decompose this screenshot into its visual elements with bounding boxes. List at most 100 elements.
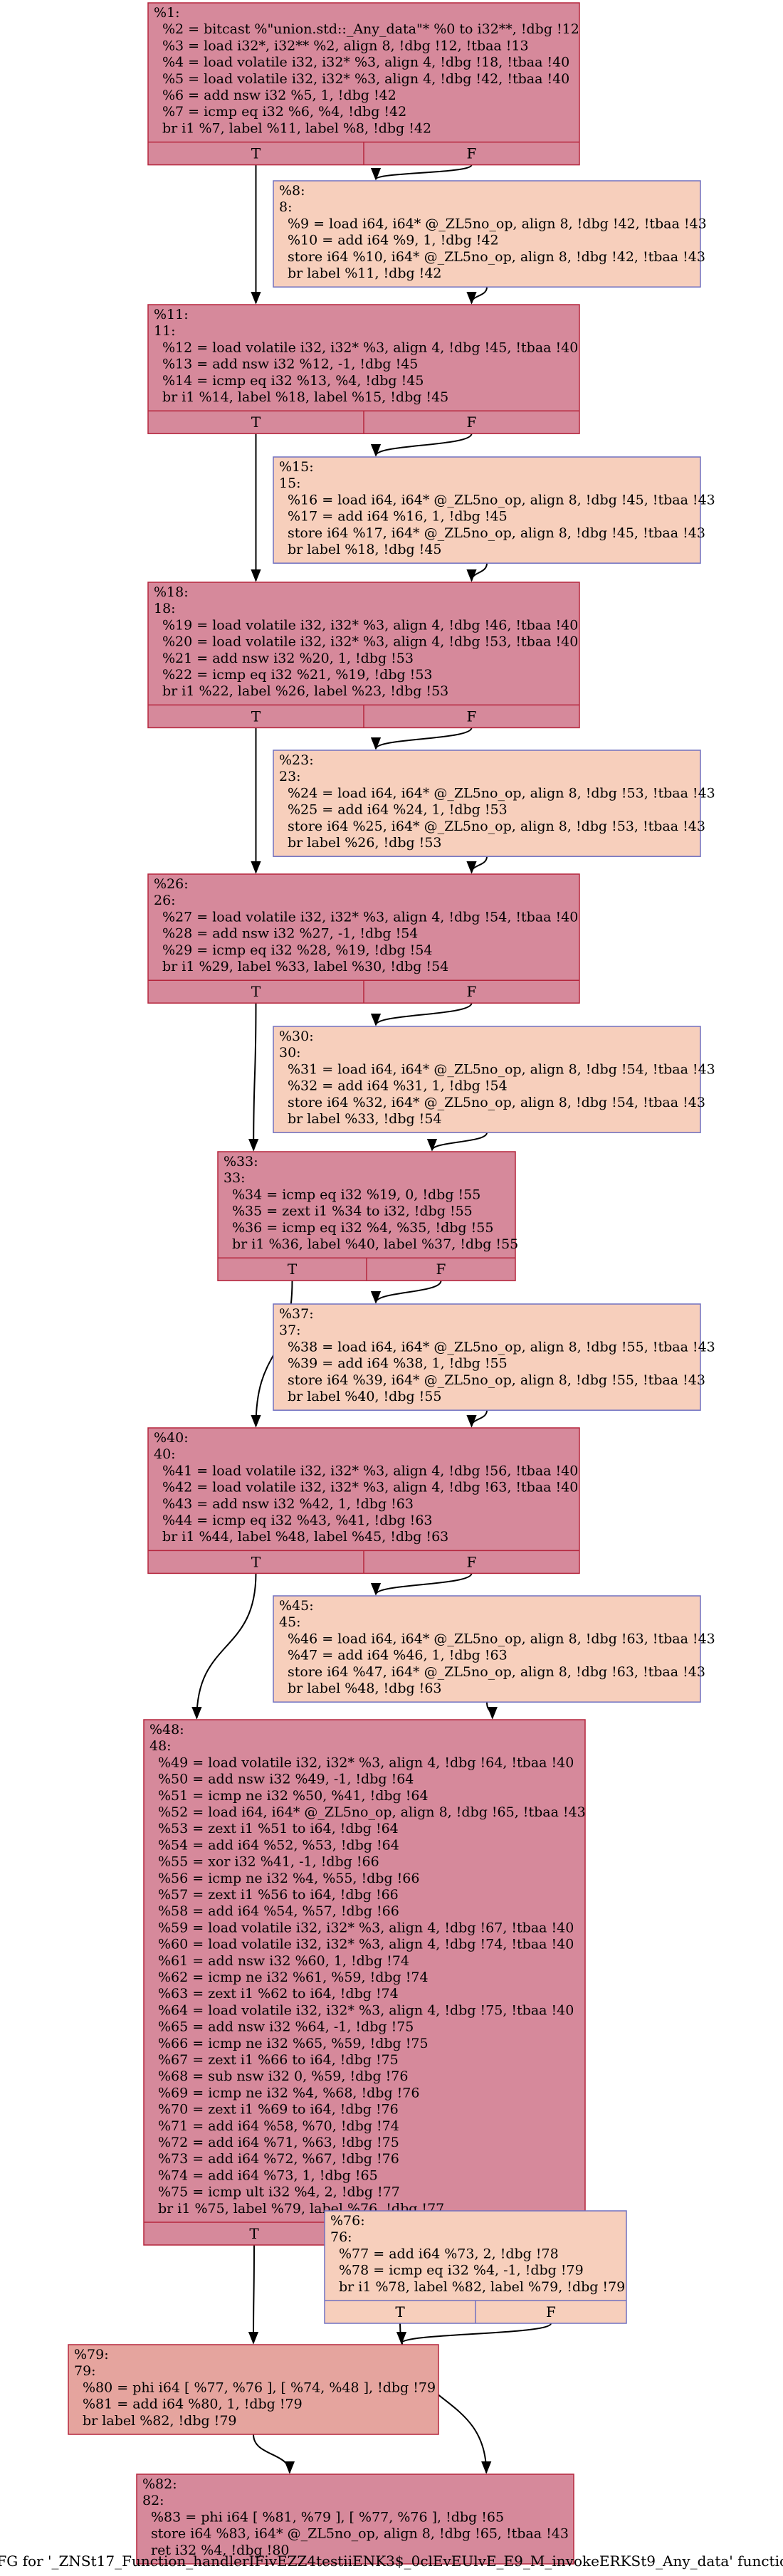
node-label: %79: bbox=[74, 2347, 109, 2362]
cfg-node-33: %33:33:%34 = icmp eq i32 %19, 0, !dbg !5… bbox=[217, 1151, 518, 1281]
node-instruction: store i64 %39, i64* @_ZL5no_op, align 8,… bbox=[288, 1372, 705, 1388]
cfg-node-11: %11:11:%12 = load volatile i32, i32* %3,… bbox=[147, 304, 580, 434]
node-instruction: br label %33, !dbg !54 bbox=[288, 1111, 442, 1127]
node-box bbox=[136, 2474, 574, 2565]
port-true: T bbox=[251, 983, 261, 1000]
node-instruction: store i64 %83, i64* @_ZL5no_op, align 8,… bbox=[151, 2526, 569, 2542]
cfg-node-37: %37:37:%38 = load i64, i64* @_ZL5no_op, … bbox=[273, 1303, 715, 1411]
cfg-node-26: %26:26:%27 = load volatile i32, i32* %3,… bbox=[147, 873, 580, 1004]
edge-76-false bbox=[396, 2323, 552, 2345]
node-instruction: %14 = icmp eq i32 %13, %4, !dbg !45 bbox=[162, 373, 424, 389]
node-instruction: %63 = zext i1 %62 to i64, !dbg !74 bbox=[158, 1986, 399, 2002]
node-instruction: 11: bbox=[154, 323, 176, 339]
node-instruction: br label %82, !dbg !79 bbox=[83, 2413, 237, 2429]
node-instruction: %7 = icmp eq i32 %6, %4, !dbg !42 bbox=[162, 104, 406, 120]
node-label: %76: bbox=[330, 2213, 365, 2229]
node-instruction: br i1 %36, label %40, label %37, !dbg !5… bbox=[232, 1236, 518, 1252]
cfg-node-1: %1:%2 = bitcast %"union.std::_Any_data"*… bbox=[147, 2, 580, 166]
node-box bbox=[147, 2, 580, 166]
port-true: T bbox=[395, 2303, 405, 2320]
port-true: T bbox=[251, 414, 261, 431]
node-instruction: %2 = bitcast %"union.std::_Any_data"* %0… bbox=[162, 21, 579, 37]
node-instruction: %32 = add i64 %31, 1, !dbg !54 bbox=[288, 1078, 508, 1094]
port-false: F bbox=[467, 983, 477, 1000]
node-box bbox=[147, 582, 580, 729]
edge-23-join bbox=[466, 856, 488, 874]
edge-37-join bbox=[466, 1410, 488, 1428]
node-instruction: %67 = zext i1 %66 to i64, !dbg !75 bbox=[158, 2052, 399, 2068]
node-instruction: br i1 %14, label %18, label %15, !dbg !4… bbox=[162, 389, 448, 405]
node-box bbox=[273, 1303, 701, 1411]
node-instruction: %52 = load i64, i64* @_ZL5no_op, align 8… bbox=[158, 1804, 586, 1820]
node-instruction: %70 = zext i1 %69 to i64, !dbg !76 bbox=[158, 2102, 399, 2118]
node-instruction: %44 = icmp eq i32 %43, %41, !dbg !63 bbox=[162, 1513, 433, 1528]
node-box bbox=[273, 180, 701, 288]
port-true: T bbox=[249, 2225, 259, 2242]
node-instruction: 8: bbox=[279, 199, 293, 215]
edge-8-join bbox=[466, 287, 488, 305]
port-false: F bbox=[467, 708, 477, 725]
node-instruction: br label %40, !dbg !55 bbox=[288, 1389, 442, 1404]
node-instruction: store i64 %25, i64* @_ZL5no_op, align 8,… bbox=[288, 819, 705, 834]
edge-40-true bbox=[191, 1573, 257, 1720]
node-instruction: %61 = add nsw i32 %60, 1, !dbg !74 bbox=[158, 1953, 409, 1969]
node-instruction: 30: bbox=[279, 1045, 301, 1061]
node-instruction: %60 = load volatile i32, i32* %3, align … bbox=[158, 1937, 574, 1952]
node-instruction: %36 = icmp eq i32 %4, %35, !dbg !55 bbox=[232, 1220, 493, 1236]
node-instruction: %80 = phi i64 [ %77, %76 ], [ %74, %48 ]… bbox=[83, 2380, 436, 2395]
node-instruction: %28 = add nsw i32 %27, -1, !dbg !54 bbox=[162, 926, 418, 942]
node-instruction: store i64 %32, i64* @_ZL5no_op, align 8,… bbox=[288, 1095, 705, 1110]
node-instruction: %10 = add i64 %9, 1, !dbg !42 bbox=[288, 233, 499, 248]
edge-26-false bbox=[370, 1002, 473, 1026]
node-box bbox=[273, 1026, 701, 1133]
node-instruction: %65 = add nsw i32 %64, -1, !dbg !75 bbox=[158, 2019, 414, 2035]
node-instruction: %21 = add nsw i32 %20, 1, !dbg !53 bbox=[162, 651, 414, 666]
node-instruction: 79: bbox=[74, 2363, 96, 2379]
node-instruction: %75 = icmp ult i32 %4, 2, !dbg !77 bbox=[158, 2185, 400, 2200]
node-instruction: %39 = add i64 %38, 1, !dbg !55 bbox=[288, 1356, 508, 1372]
edge-11-false bbox=[370, 433, 473, 457]
node-instruction: %73 = add i64 %72, %67, !dbg !76 bbox=[158, 2151, 399, 2167]
node-instruction: %17 = add i64 %16, 1, !dbg !45 bbox=[288, 509, 508, 525]
node-instruction: %64 = load volatile i32, i32* %3, align … bbox=[158, 2002, 574, 2018]
cfg-node-23: %23:23:%24 = load i64, i64* @_ZL5no_op, … bbox=[273, 750, 715, 857]
node-box bbox=[143, 1719, 586, 2246]
edge-45-join bbox=[486, 1702, 498, 1720]
cfg-node-48: %48:48:%49 = load volatile i32, i32* %3,… bbox=[143, 1719, 586, 2246]
node-label: %8: bbox=[279, 183, 305, 199]
node-label: %26: bbox=[154, 876, 189, 892]
cfg-node-15: %15:15:%16 = load i64, i64* @_ZL5no_op, … bbox=[273, 456, 715, 564]
node-instruction: %24 = load i64, i64* @_ZL5no_op, align 8… bbox=[288, 785, 715, 801]
node-instruction: %58 = add i64 %54, %57, !dbg !66 bbox=[158, 1903, 399, 1919]
node-instruction: 33: bbox=[224, 1170, 246, 1186]
node-instruction: %25 = add i64 %24, 1, !dbg !53 bbox=[288, 802, 508, 818]
port-true: T bbox=[251, 145, 261, 162]
node-instruction: %35 = zext i1 %34 to i32, !dbg !55 bbox=[232, 1204, 473, 1219]
port-true: T bbox=[251, 708, 261, 725]
node-instruction: %77 = add i64 %73, 2, !dbg !78 bbox=[339, 2246, 559, 2261]
node-instruction: %59 = load volatile i32, i32* %3, align … bbox=[158, 1920, 574, 1935]
node-label: %82: bbox=[142, 2476, 177, 2492]
node-instruction: 23: bbox=[279, 769, 301, 784]
node-instruction: %72 = add i64 %71, %63, !dbg !75 bbox=[158, 2135, 399, 2150]
node-instruction: br i1 %22, label %26, label %23, !dbg !5… bbox=[162, 683, 448, 699]
node-label: %37: bbox=[279, 1306, 314, 1322]
edge-26-true bbox=[248, 1003, 259, 1152]
node-instruction: %78 = icmp eq i32 %4, -1, !dbg !79 bbox=[339, 2263, 584, 2278]
node-label: %48: bbox=[149, 1722, 184, 1738]
node-instruction: %74 = add i64 %73, 1, !dbg !65 bbox=[158, 2167, 378, 2183]
cfg-node-8: %8:8:%9 = load i64, i64* @_ZL5no_op, ali… bbox=[273, 180, 707, 288]
node-instruction: %42 = load volatile i32, i32* %3, align … bbox=[162, 1480, 578, 1495]
node-label: %15: bbox=[279, 459, 314, 475]
node-instruction: 15: bbox=[279, 475, 301, 491]
node-instruction: %16 = load i64, i64* @_ZL5no_op, align 8… bbox=[288, 492, 715, 508]
node-label: %45: bbox=[279, 1598, 314, 1614]
port-false: F bbox=[436, 1261, 446, 1278]
node-instruction: br label %11, !dbg !42 bbox=[288, 266, 442, 281]
node-instruction: store i64 %47, i64* @_ZL5no_op, align 8,… bbox=[288, 1664, 705, 1680]
node-instruction: %69 = icmp ne i32 %4, %68, !dbg !76 bbox=[158, 2085, 420, 2101]
node-instruction: %41 = load volatile i32, i32* %3, align … bbox=[162, 1463, 578, 1478]
node-box bbox=[273, 750, 701, 857]
node-label: %18: bbox=[154, 584, 189, 600]
